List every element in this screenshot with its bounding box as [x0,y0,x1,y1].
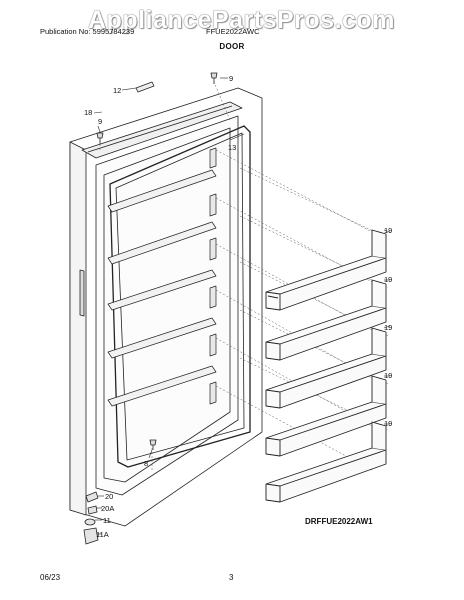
door-front-face [69,141,87,516]
hinge-parts [83,491,99,545]
door-handle-recess [79,269,85,317]
footer-date: 06/23 [40,573,61,582]
callout-12: 12 [113,86,121,95]
door-bin-3 [265,327,387,409]
door-bin-2 [265,279,387,361]
callout-19-3: 19 [384,323,392,332]
bottom-screw [149,439,157,450]
screw-left [96,132,104,144]
callout-9-top: 9 [229,74,233,83]
callout-20: 20 [105,492,113,501]
door-bin-5 [265,421,387,503]
drawing-code: DRFFUE2022AW1 [305,517,373,526]
door-bin-1 [265,229,387,311]
door-inner-liner [95,115,239,496]
door-bin-4 [265,375,387,457]
leader-lines [93,77,391,535]
callout-19-5: 19 [384,419,392,428]
callout-8: 8 [144,459,148,468]
door-gasket [109,125,251,468]
callout-20a: 20A [101,504,114,513]
watermark: AppliancePartsPros.com [88,6,395,34]
callout-13: 13 [228,143,236,152]
callout-18: 18 [84,108,92,117]
callout-9-left: 9 [98,117,102,126]
callout-11a: 11A [96,530,109,539]
trim-part [135,81,155,93]
liner-shelf-ledges [107,147,217,407]
page-number: 3 [229,573,234,582]
callout-11: 11 [103,516,111,525]
callout-19-1: 19 [384,226,392,235]
model-number: FFUE2022AWC [206,27,260,36]
door-bins [265,229,387,503]
publication-number: Publication No: 5995784239 [40,27,135,36]
callout-19-2: 19 [384,275,392,284]
screw-top [210,72,218,84]
callout-19-4: 19 [384,371,392,380]
section-title: DOOR [219,42,245,51]
